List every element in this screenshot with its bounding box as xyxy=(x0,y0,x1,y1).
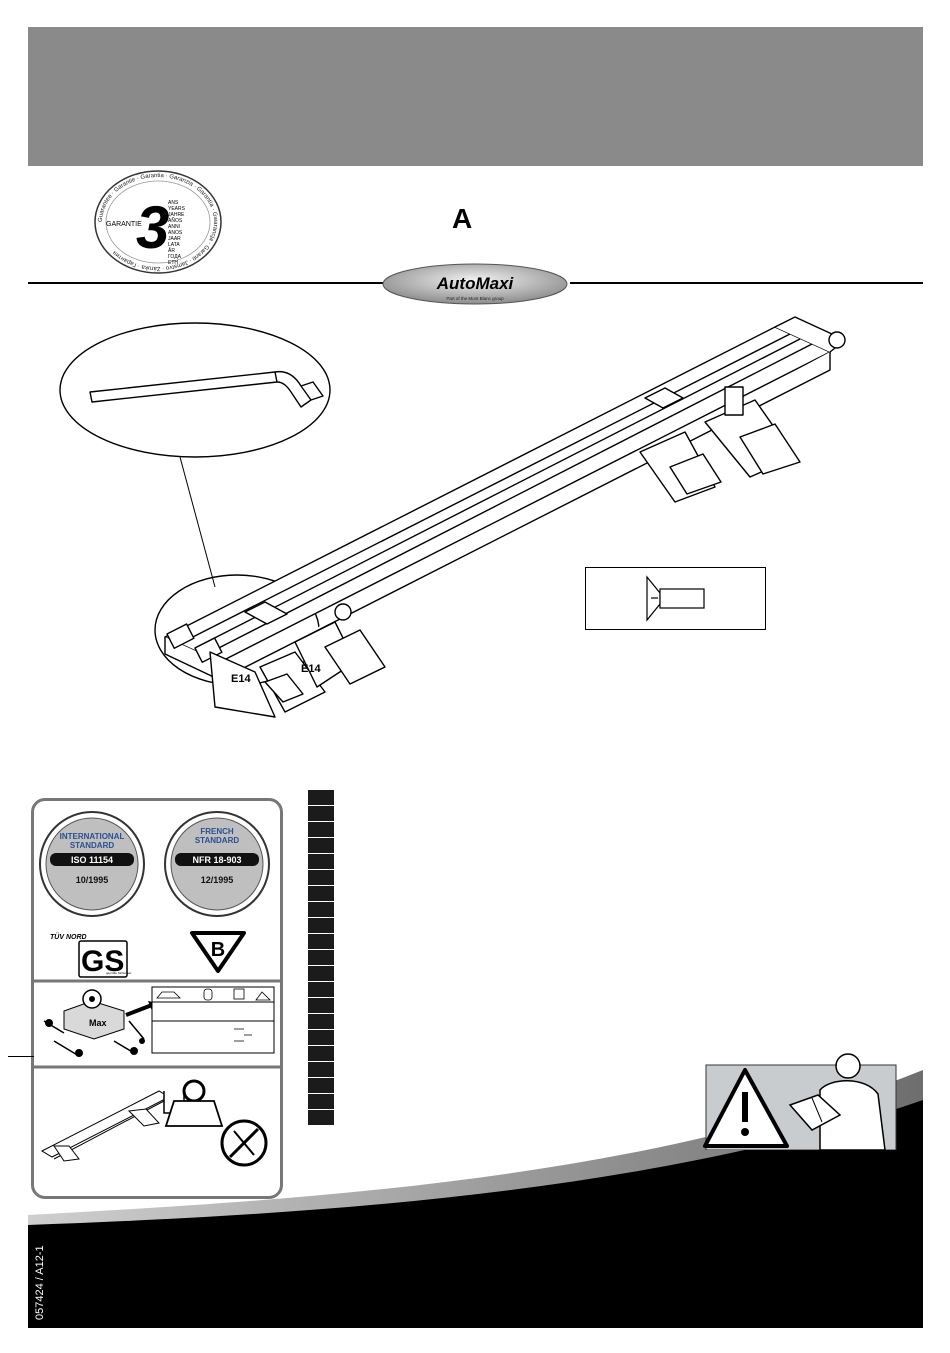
margin-tick xyxy=(8,1056,34,1057)
seal-center-label: GARANTIE xyxy=(106,221,142,228)
tuv-label: TÜV NORD xyxy=(50,932,87,941)
nfr-seal: FRENCH STANDARD NFR 18-903 12/1995 xyxy=(164,811,270,917)
nfr-code: NFR 18-903 xyxy=(192,855,241,865)
language-box xyxy=(308,1014,334,1029)
language-box xyxy=(308,998,334,1013)
svg-text:ГОДА: ГОДА xyxy=(168,254,182,260)
load-bar xyxy=(164,326,831,681)
language-box xyxy=(308,886,334,901)
language-box xyxy=(308,966,334,981)
gs-sub: geprüfte Sicherheit xyxy=(106,971,131,975)
language-box-column xyxy=(308,790,334,1126)
language-box xyxy=(308,1110,334,1125)
gs-mark: GS xyxy=(81,945,124,978)
countersunk-screw-icon xyxy=(646,575,705,622)
divider-left xyxy=(28,282,383,284)
language-box xyxy=(308,950,334,965)
svg-text:ANOS: ANOS xyxy=(168,230,183,236)
b-triangle-mark: B xyxy=(190,931,246,973)
tuv-gs-mark: TÜV NORD GS geprüfte Sicherheit xyxy=(50,932,131,978)
foot-rear-right xyxy=(704,386,801,478)
language-box xyxy=(308,1094,334,1109)
screw-part-box xyxy=(585,567,766,630)
max-label: Max xyxy=(89,1018,107,1028)
svg-text:JAHRE: JAHRE xyxy=(168,212,185,218)
language-box xyxy=(308,870,334,885)
language-box xyxy=(308,902,334,917)
guarantee-seal: Guarantee · Garantie · Garantia · Garanz… xyxy=(94,170,222,274)
svg-text:AÑOS: AÑOS xyxy=(168,217,183,224)
iso-code: ISO 11154 xyxy=(71,855,113,865)
load-capacity-panel: Max xyxy=(43,986,275,1057)
svg-text:ETH: ETH xyxy=(168,260,178,266)
language-box xyxy=(308,934,334,949)
warning-triangle-icon xyxy=(703,1068,789,1148)
svg-text:ANS: ANS xyxy=(168,200,179,206)
certification-graphics: INTERNATIONAL STANDARD ISO 11154 10/1995… xyxy=(34,811,280,1167)
svg-text:STANDARD: STANDARD xyxy=(70,841,115,850)
svg-text:ÅR: ÅR xyxy=(168,247,175,254)
language-box xyxy=(308,822,334,837)
top-banner xyxy=(28,27,923,166)
foot-rear-left xyxy=(639,431,722,503)
language-box xyxy=(308,918,334,933)
divider-right xyxy=(570,282,923,284)
svg-text:YEARS: YEARS xyxy=(168,206,186,212)
foot-front-right xyxy=(294,603,386,688)
language-box xyxy=(308,1062,334,1077)
brand-tagline: Part of the Mont Blanc group xyxy=(446,296,504,301)
svg-text:ANNI: ANNI xyxy=(168,224,180,230)
svg-text:JAAR: JAAR xyxy=(168,236,181,242)
iso-date: 10/1995 xyxy=(76,875,109,885)
footer-band xyxy=(28,1070,923,1328)
model-letter: A xyxy=(452,203,474,234)
document-code: 057424 / A12-1 xyxy=(34,1245,46,1320)
hex-key-icon xyxy=(89,370,324,408)
language-box xyxy=(308,982,334,997)
read-instructions-pictogram xyxy=(703,1053,897,1150)
nfr-date: 12/1995 xyxy=(201,875,234,885)
svg-text:STANDARD: STANDARD xyxy=(195,836,240,845)
svg-text:FRENCH: FRENCH xyxy=(200,827,234,836)
rack-warning-panel xyxy=(40,1079,268,1167)
foot-front-left xyxy=(209,651,326,718)
brand-logo-text: AutoMaxi xyxy=(436,274,515,293)
language-box xyxy=(308,806,334,821)
language-box xyxy=(308,1046,334,1061)
svg-text:INTERNATIONAL: INTERNATIONAL xyxy=(60,832,125,841)
seal-years-list: ANS YEARS JAHRE AÑOS ANNI ANOS JAAR LATA… xyxy=(168,200,186,266)
language-box xyxy=(308,854,334,869)
svg-text:E14: E14 xyxy=(231,673,251,685)
roof-rack-illustration: E14 E14 xyxy=(59,316,846,718)
language-box xyxy=(308,790,334,805)
seal-number: 3 xyxy=(136,194,169,261)
reader-silhouette-icon xyxy=(788,1053,886,1150)
svg-text:E14: E14 xyxy=(301,663,321,675)
language-box xyxy=(308,1030,334,1045)
certification-panel: INTERNATIONAL STANDARD ISO 11154 10/1995… xyxy=(31,798,283,1199)
language-box xyxy=(308,838,334,853)
svg-text:LATA: LATA xyxy=(168,242,180,248)
brand-logo: AutoMaxi Part of the Mont Blanc group xyxy=(382,263,568,305)
b-mark: B xyxy=(211,939,225,961)
iso-seal: INTERNATIONAL STANDARD ISO 11154 10/1995 xyxy=(39,811,145,917)
language-box xyxy=(308,1078,334,1093)
